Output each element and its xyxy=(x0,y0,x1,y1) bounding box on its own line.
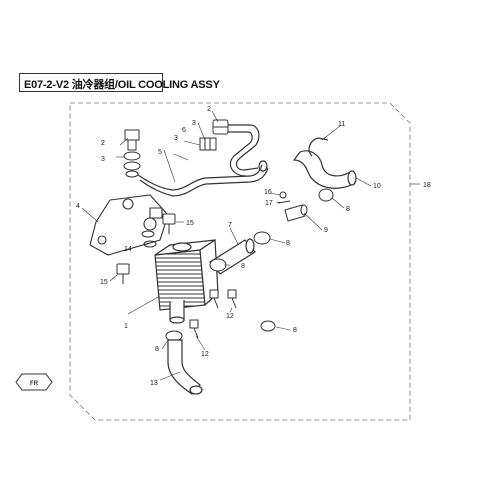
part-fitting-top xyxy=(199,119,229,151)
svg-text:FR: FR xyxy=(30,381,39,387)
callout-label: 17 xyxy=(265,200,273,207)
callout-label: 8 xyxy=(286,240,290,247)
callout-label: 12 xyxy=(201,351,209,358)
callout-label: 13 xyxy=(150,380,158,387)
title-box: E07-2-V2 油冷器组/OIL COOLING ASSY xyxy=(19,73,220,92)
part-bolts-12 xyxy=(189,289,237,339)
callout-label: 18 xyxy=(423,182,431,189)
callout-label: 4 xyxy=(76,203,80,210)
part-bolts-15 xyxy=(116,213,176,284)
page-title: E07-2-V2 油冷器组/OIL COOLING ASSY xyxy=(24,79,220,91)
callout-label: 15 xyxy=(100,279,108,286)
callout-label: 12 xyxy=(226,313,234,320)
callout-label: 14 xyxy=(124,246,132,253)
callout-label: 3 xyxy=(192,120,196,127)
callout-label: 3 xyxy=(174,135,178,142)
callout-label: 16 xyxy=(264,189,272,196)
leader-lines xyxy=(81,110,420,381)
assembly-boundary xyxy=(69,102,411,421)
part-oil-pipe xyxy=(137,124,269,197)
part-oil-cooler xyxy=(154,238,219,324)
callout-label: 5 xyxy=(158,149,162,156)
callout-label: 2 xyxy=(101,140,105,147)
callout-label: 10 xyxy=(373,183,381,190)
callout-label: 2 xyxy=(207,106,211,113)
part-upper-hose xyxy=(292,150,357,189)
callout-label: 7 xyxy=(228,222,232,229)
callout-label: 6 xyxy=(182,127,186,134)
callout-label: 15 xyxy=(186,220,194,227)
part-connector xyxy=(284,204,308,222)
callout-label: 8 xyxy=(241,263,245,270)
part-orings xyxy=(141,230,157,248)
callout-label: 8 xyxy=(346,206,350,213)
callout-label: 3 xyxy=(101,156,105,163)
callout-label: 8 xyxy=(155,346,159,353)
callout-label: 9 xyxy=(324,227,328,234)
callout-label: 11 xyxy=(338,121,345,128)
callout-label: 8 xyxy=(293,327,297,334)
front-arrow-icon: FR xyxy=(15,373,53,391)
part-lower-hose xyxy=(167,339,203,395)
part-clamps xyxy=(165,188,334,342)
part-bolt-left xyxy=(123,129,141,178)
part-bracket xyxy=(89,194,169,256)
callout-label: 1 xyxy=(124,323,128,330)
